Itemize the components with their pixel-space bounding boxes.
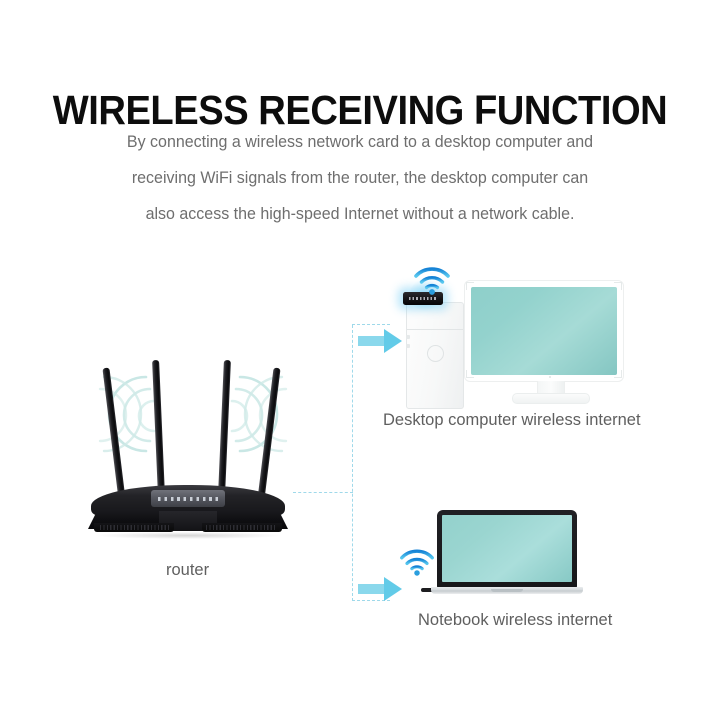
router-label: router xyxy=(166,560,210,579)
arrow-head xyxy=(384,577,402,601)
arrow-right-icon-desktop xyxy=(358,329,404,353)
arrow-right-icon-notebook xyxy=(358,577,404,601)
router-vent xyxy=(100,525,170,530)
laptop xyxy=(421,510,583,598)
wifi-signal-arcs-left xyxy=(80,355,180,475)
network-diagram: Desktop computer wireless internet xyxy=(0,255,720,655)
router-body xyxy=(88,485,288,540)
connector-vertical-trunk xyxy=(352,325,353,601)
connector-branch-desktop xyxy=(352,324,390,325)
monitor-bezel xyxy=(464,280,624,382)
adapter-branding xyxy=(409,297,437,300)
monitor-corner xyxy=(466,282,474,290)
laptop-lid xyxy=(437,510,577,588)
monitor-stand-base xyxy=(512,393,590,404)
desktop-computer-illustration xyxy=(396,267,696,410)
monitor-stand-neck xyxy=(537,381,565,395)
router-led-indicators xyxy=(158,497,218,501)
arrow-head xyxy=(384,329,402,353)
pc-tower xyxy=(406,302,464,409)
connector-router-trunk xyxy=(293,492,353,493)
wifi-icon-adapter xyxy=(412,266,452,296)
usb-wifi-adapter xyxy=(403,292,443,305)
laptop-notch xyxy=(491,589,523,592)
monitor-screen xyxy=(471,287,617,375)
desktop-label: Desktop computer wireless internet xyxy=(383,410,641,429)
router-led-panel xyxy=(151,490,225,507)
router-shadow xyxy=(96,532,280,539)
subtitle-line-1: By connecting a wireless network card to… xyxy=(126,133,594,151)
laptop-foot xyxy=(421,588,435,592)
tower-port xyxy=(406,344,410,348)
notebook-label: Notebook wireless internet xyxy=(418,610,613,629)
tower-port xyxy=(406,335,410,339)
power-button-icon xyxy=(427,345,444,362)
tower-seam xyxy=(407,329,463,330)
subtitle-line-2: receiving WiFi signals from the router, … xyxy=(131,169,589,187)
monitor-corner xyxy=(614,370,622,378)
page-title: WIRELESS RECEIVING FUNCTION xyxy=(52,87,668,134)
connector-branch-notebook xyxy=(352,600,390,601)
subtitle-line-3: also access the high-speed Internet with… xyxy=(145,205,575,223)
arrow-shaft xyxy=(358,336,386,346)
wifi-icon-notebook xyxy=(398,548,436,577)
monitor xyxy=(464,280,636,408)
laptop-screen xyxy=(442,515,572,582)
notebook-illustration xyxy=(398,510,648,605)
router-illustration xyxy=(88,355,303,555)
monitor-corner xyxy=(614,282,622,290)
arrow-shaft xyxy=(358,584,386,594)
page-subtitle: By connecting a wireless network card to… xyxy=(69,124,651,232)
router-vent xyxy=(206,525,276,530)
monitor-indicator xyxy=(549,376,551,378)
monitor-corner xyxy=(466,370,474,378)
